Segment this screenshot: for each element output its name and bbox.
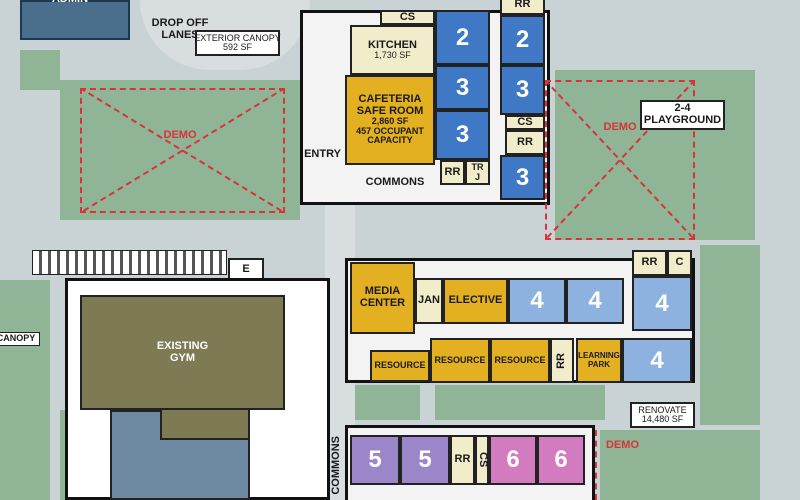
cs-room-south: CS bbox=[475, 435, 489, 485]
classroom-grade-5-a: 5 bbox=[350, 435, 400, 485]
classroom-grade-6-a: 6 bbox=[489, 435, 537, 485]
classroom-grade-2-a: 2 bbox=[435, 10, 490, 65]
classroom-grade-3-b: 3 bbox=[435, 110, 490, 160]
rr-room-top-right: RR bbox=[500, 0, 545, 15]
lawn-top-left bbox=[20, 50, 60, 90]
existing-gym: EXISTING GYM bbox=[80, 295, 285, 410]
lawn-northeast bbox=[555, 70, 755, 240]
lawn-southeast bbox=[600, 430, 760, 500]
kitchen-room: KITCHEN 1,730 SF bbox=[350, 25, 435, 75]
rr-room-east: RR bbox=[632, 250, 667, 276]
gym-south-block bbox=[160, 410, 250, 440]
resource-room-b: RESOURCE bbox=[430, 338, 490, 383]
demo-label-east: DEMO bbox=[603, 121, 637, 134]
kitchen-sf: 1,730 SF bbox=[374, 50, 411, 61]
cs-room: CS bbox=[505, 115, 545, 130]
rr-room-resource: RR bbox=[550, 338, 574, 383]
classroom-grade-5-b: 5 bbox=[400, 435, 450, 485]
lawn-south-center bbox=[435, 385, 605, 420]
classroom-grade-4-b: 4 bbox=[566, 278, 624, 324]
demo-cross-west bbox=[80, 88, 285, 213]
classroom-grade-6-b: 6 bbox=[537, 435, 585, 485]
classroom-grade-3-c: 3 bbox=[500, 65, 545, 115]
rr-room-commons: RR bbox=[440, 160, 465, 185]
demo-label-south: DEMO bbox=[606, 439, 639, 452]
rr-room-south: RR bbox=[450, 435, 475, 485]
cafeteria-detail: 2,860 SF 457 OCCUPANT CAPACITY bbox=[356, 116, 424, 146]
renovate-callout: RENOVATE 14,480 SF bbox=[630, 402, 695, 428]
canopy-label: CANOPY bbox=[0, 332, 40, 346]
lawn-east-strip bbox=[700, 245, 760, 425]
entry-label: ENTRY bbox=[304, 148, 341, 161]
cafeteria-safe-room: CAFETERIA SAFE ROOM 2,860 SF 457 OCCUPAN… bbox=[345, 75, 435, 165]
drop-off-lanes-label: DROP OFF LANES bbox=[151, 17, 209, 41]
classroom-grade-3-d: 3 bbox=[500, 155, 545, 200]
media-center: MEDIA CENTER bbox=[350, 262, 415, 334]
learning-park: LEARNING PARK bbox=[576, 338, 622, 383]
admin-building bbox=[20, 0, 130, 40]
lawn-media-south bbox=[350, 385, 420, 420]
cs-room-top: CS bbox=[380, 10, 435, 25]
playground-2-4-label: 2-4 PLAYGROUND bbox=[640, 100, 725, 130]
demo-cross-east bbox=[545, 80, 695, 240]
demo-area-west bbox=[80, 88, 285, 213]
classroom-grade-3-a: 3 bbox=[435, 65, 490, 110]
elective-room: ELECTIVE bbox=[443, 278, 508, 324]
c-room-east: C bbox=[667, 250, 692, 276]
cafeteria-label: CAFETERIA SAFE ROOM bbox=[356, 93, 424, 117]
resource-room-a: RESOURCE bbox=[370, 350, 430, 382]
lawn-west-lower bbox=[0, 280, 50, 500]
admin-label: ADMIN bbox=[40, 0, 100, 10]
classroom-grade-4-a: 4 bbox=[508, 278, 566, 324]
exterior-canopy-callout: EXTERIOR CANOPY 592 SF bbox=[194, 30, 281, 56]
demo-label-west: DEMO bbox=[163, 129, 197, 142]
tr-j-room: TR J bbox=[465, 160, 490, 185]
demo-area-east bbox=[545, 80, 695, 240]
classroom-grade-4-c: 4 bbox=[632, 276, 692, 331]
commons-label: COMMONS bbox=[365, 175, 425, 188]
classroom-grade-4-d: 4 bbox=[622, 338, 692, 383]
resource-room-c: RESOURCE bbox=[490, 338, 550, 383]
rr-room-mid: RR bbox=[505, 130, 545, 155]
west-canopy-stripes bbox=[32, 250, 227, 275]
classroom-grade-2-b: 2 bbox=[500, 15, 545, 65]
kitchen-label: KITCHEN bbox=[368, 38, 417, 51]
jan-room: JAN bbox=[415, 278, 443, 324]
demo-area-south-outline bbox=[595, 430, 603, 500]
